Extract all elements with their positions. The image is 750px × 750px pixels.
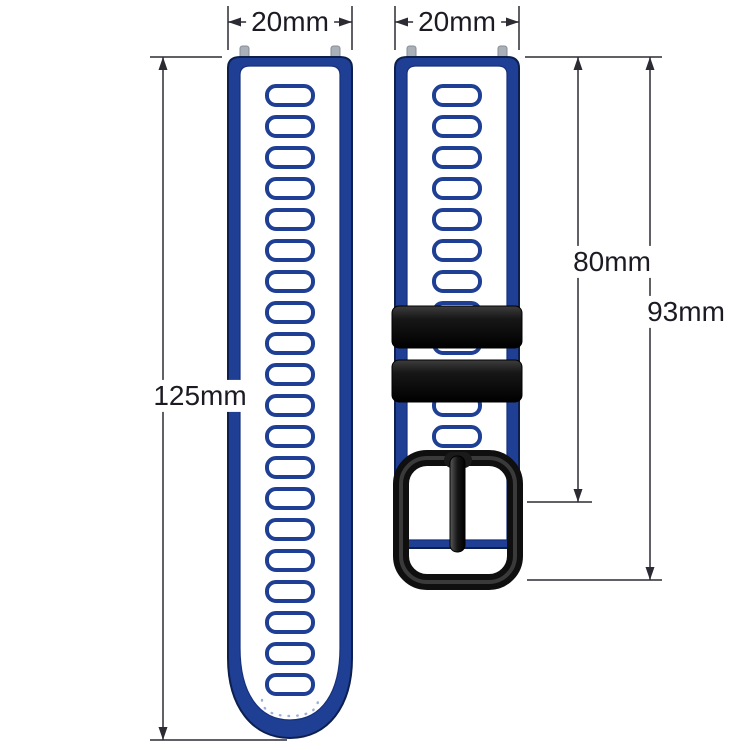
strap-slot	[265, 456, 315, 479]
strap-slot	[432, 146, 482, 169]
strap-slot	[265, 580, 315, 603]
strap-slot	[432, 84, 482, 107]
strap-slot	[265, 239, 315, 262]
strap-slot	[432, 239, 482, 262]
dimension-label-right-width: 20mm	[413, 5, 501, 39]
left-strap-center	[239, 65, 341, 721]
right-strap	[391, 45, 523, 590]
dim-length-right-80	[525, 56, 662, 503]
strap-slot	[265, 642, 315, 665]
dimension-label-left-width: 20mm	[246, 5, 334, 39]
left-strap-slots	[265, 84, 315, 696]
strap-slot	[265, 363, 315, 386]
strap-keeper-upper	[391, 305, 523, 349]
strap-slot	[265, 115, 315, 138]
strap-slot	[265, 394, 315, 417]
strap-slot	[432, 177, 482, 200]
tip-texture-dots	[260, 698, 320, 718]
strap-slot	[265, 611, 315, 634]
dimension-label-right-total-length: 93mm	[642, 295, 730, 329]
strap-slot	[265, 518, 315, 541]
buckle	[393, 450, 523, 590]
strap-slot	[265, 487, 315, 510]
strap-slot	[432, 270, 482, 293]
strap-slot	[265, 425, 315, 448]
strap-slot	[432, 115, 482, 138]
strap-slot	[265, 673, 315, 696]
strap-slot	[265, 177, 315, 200]
left-strap	[227, 45, 353, 740]
strap-slot	[432, 425, 482, 448]
strap-slot	[265, 208, 315, 231]
dimension-label-left-length: 125mm	[148, 379, 252, 413]
strap-slot	[265, 301, 315, 324]
strap-slot	[265, 146, 315, 169]
buckle-tongue	[449, 455, 466, 553]
dimension-label-right-length: 80mm	[568, 245, 656, 279]
strap-slot	[265, 549, 315, 572]
strap-slot	[265, 270, 315, 293]
strap-slot	[265, 84, 315, 107]
strap-keeper-lower	[391, 359, 523, 403]
strap-slot	[265, 332, 315, 355]
strap-slot	[432, 208, 482, 231]
